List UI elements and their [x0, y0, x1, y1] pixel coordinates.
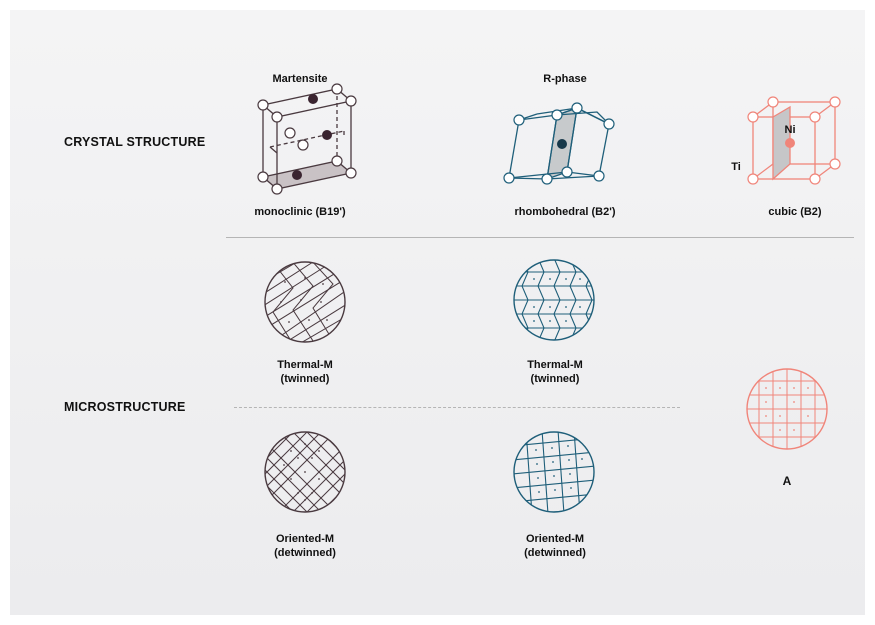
- section-divider: [226, 237, 854, 238]
- martensite-oriented-microstructure: [264, 431, 346, 513]
- cubic-label: cubic (B2): [768, 206, 822, 218]
- rhombohedral-unit-cell: [503, 102, 615, 185]
- r-phase-oriented-label-line1: Oriented-M: [525, 533, 585, 545]
- crystal-structure-label: CRYSTAL STRUCTURE: [64, 135, 206, 149]
- monoclinic-label: monoclinic (B19'): [254, 206, 346, 218]
- ti-atom-label: Ti: [731, 161, 741, 173]
- r-phase-thermal-label-line2: (twinned): [530, 373, 580, 385]
- r-phase-oriented-label: Oriented-M (detwinned): [505, 532, 605, 560]
- r-phase-oriented-label-line2: (detwinned): [524, 547, 586, 559]
- martensite-thermal-label-line2: (twinned): [280, 373, 330, 385]
- figure-panel: [10, 10, 865, 615]
- martensite-title: Martensite: [272, 73, 328, 85]
- r-phase-title: R-phase: [543, 73, 587, 85]
- austenite-microstructure: [746, 368, 828, 450]
- martensite-thermal-label-line1: Thermal-M: [277, 359, 333, 371]
- martensite-oriented-label-line1: Oriented-M: [275, 533, 335, 545]
- monoclinic-unit-cell: [257, 83, 357, 195]
- martensite-thermal-microstructure: [264, 261, 346, 343]
- austenite-label: A: [782, 474, 792, 488]
- microstructure-divider: [234, 407, 680, 408]
- cubic-unit-cell: [747, 96, 841, 185]
- r-phase-oriented-microstructure: [513, 431, 595, 513]
- r-phase-thermal-label-line1: Thermal-M: [527, 359, 583, 371]
- martensite-thermal-label: Thermal-M (twinned): [255, 358, 355, 386]
- r-phase-thermal-label: Thermal-M (twinned): [505, 358, 605, 386]
- martensite-oriented-label-line2: (detwinned): [274, 547, 336, 559]
- rhombohedral-label: rhombohedral (B2'): [514, 206, 616, 218]
- microstructure-label: MICROSTRUCTURE: [64, 400, 186, 414]
- r-phase-thermal-microstructure: [513, 259, 595, 341]
- ni-atom-label: Ni: [784, 124, 796, 136]
- martensite-oriented-label: Oriented-M (detwinned): [255, 532, 355, 560]
